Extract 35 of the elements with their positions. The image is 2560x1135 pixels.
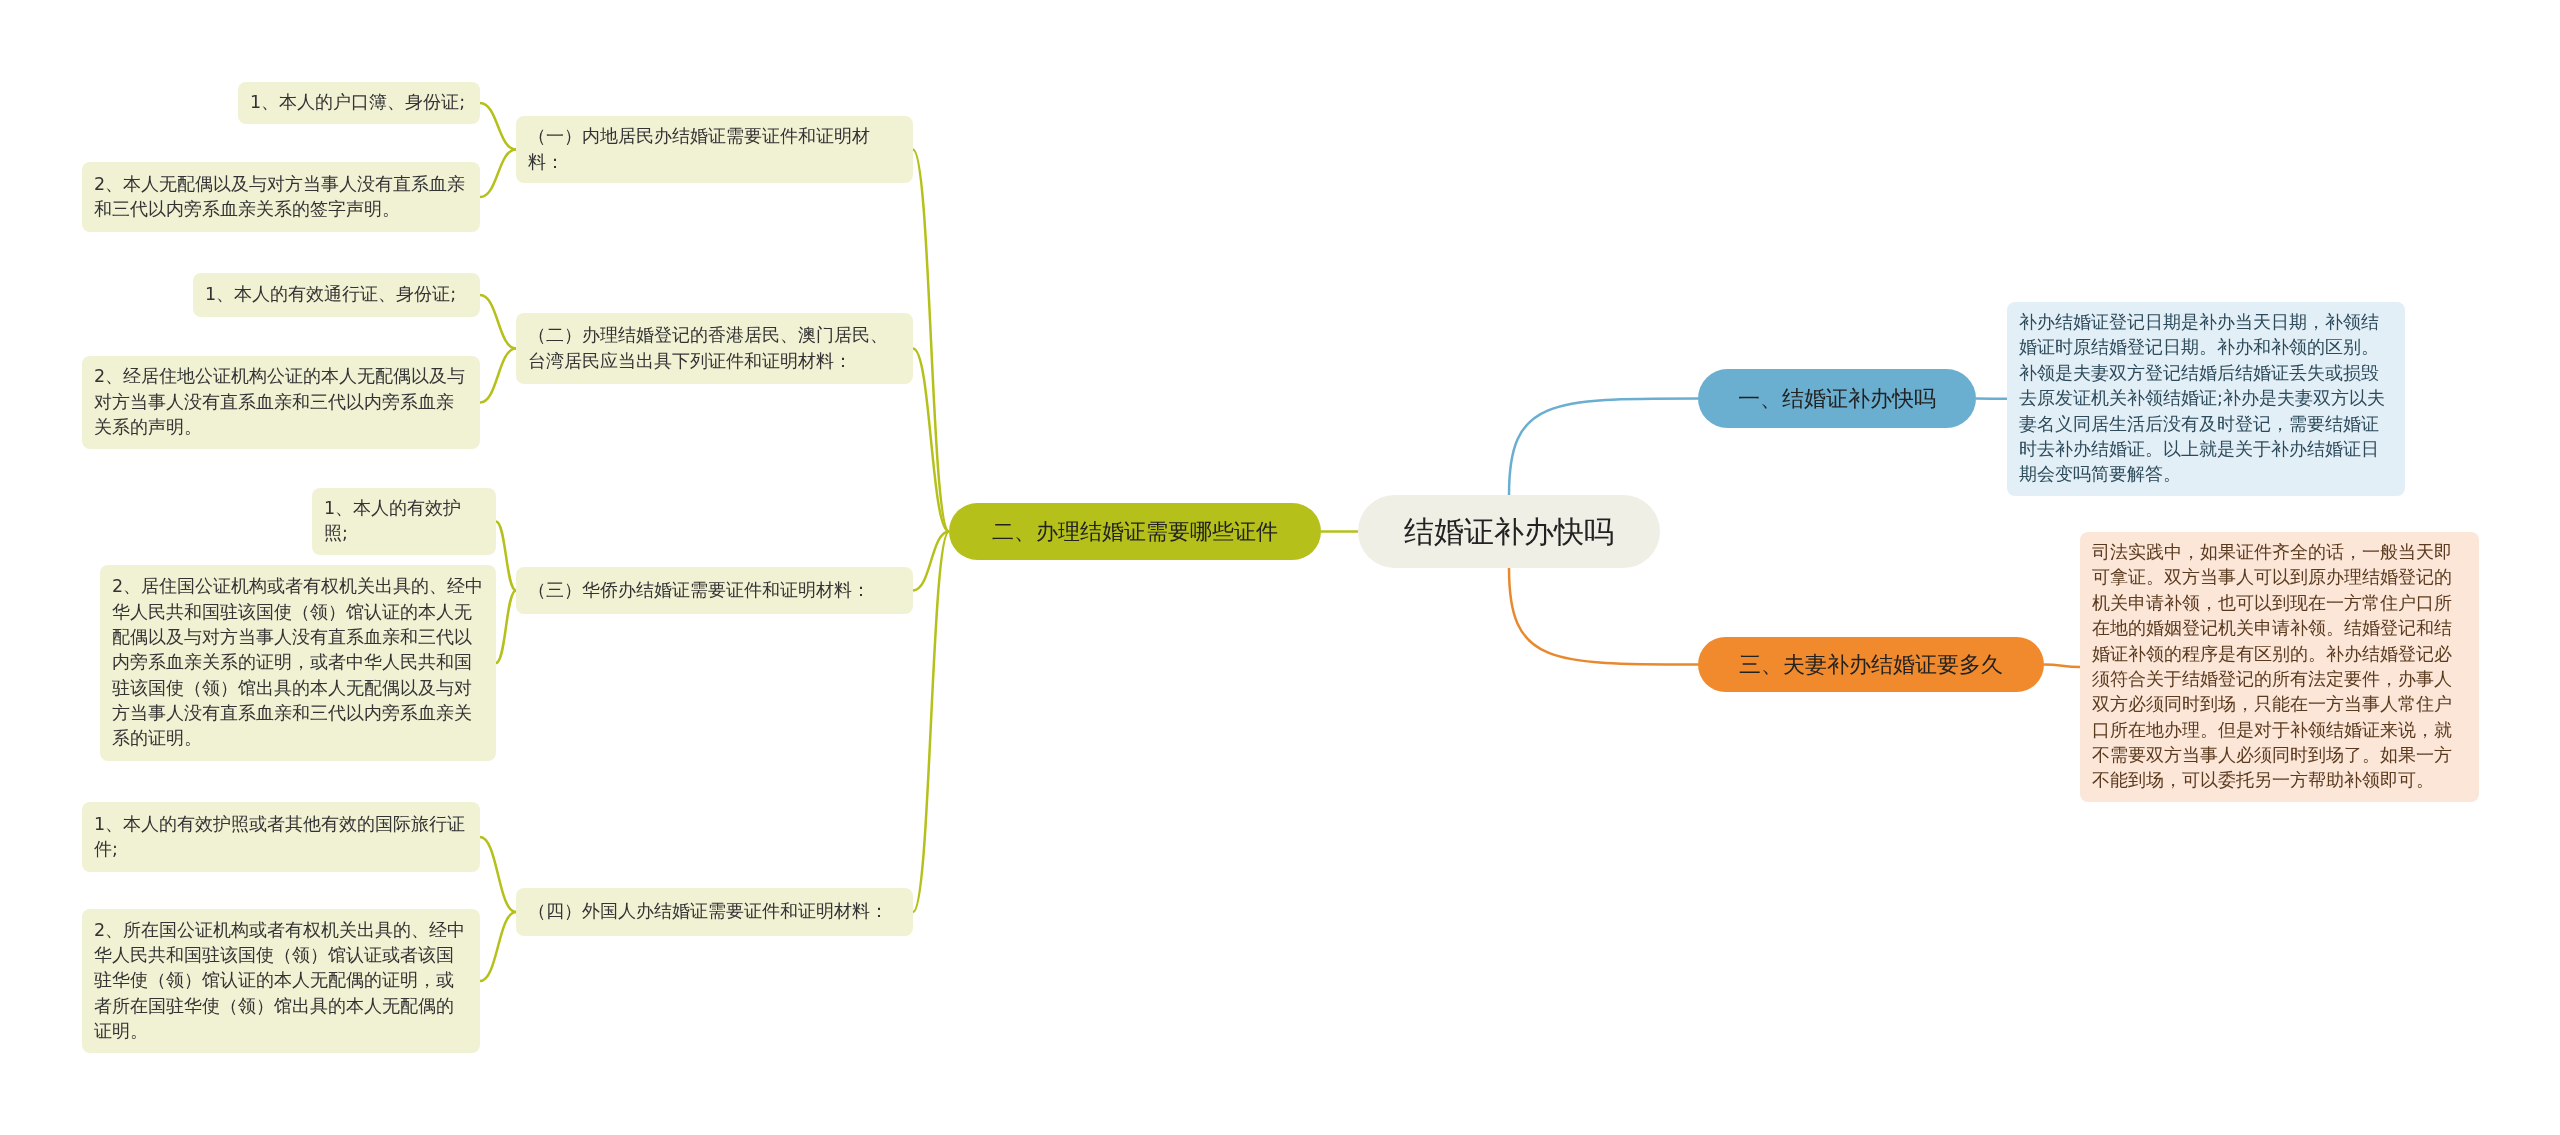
item-box: 2、所在国公证机构或者有权机关出具的、经中华人民共和国驻该国使（领）馆认证或者该国驻华使（领）馆认证的本人无配偶的证明，或者所在国驻华使（领）馆出具的本人无配偶的证明。 <box>82 909 480 1053</box>
subtopic-box: （三）华侨办结婚证需要证件和证明材料： <box>516 567 913 614</box>
subtopic-box: （四）外国人办结婚证需要证件和证明材料： <box>516 888 913 936</box>
branch-topic: 二、办理结婚证需要哪些证件 <box>949 503 1321 560</box>
branch-topic: 一、结婚证补办快吗 <box>1698 369 1976 428</box>
connector-line <box>479 835 517 914</box>
detail-note: 司法实践中，如果证件齐全的话，一般当天即可拿证。双方当事人可以到原办理结婚登记的机关申请补领，也可以到现在一方常住户口所在地的婚姻登记机关申请补领。结婚登记和结婚证补领的程序是有区别的。补办结婚登记必须符合关于结婚登记的所有法定要件，办事人双方必须同时到场，只能在一方当事人常住户口所在地办理。但是对于补领结婚证来说，就不需要双方当事人必须同时到场了。如果一方不能到场，可以委托另一方帮助补领即可。 <box>2080 532 2479 802</box>
item-box: 1、本人的有效护照; <box>312 488 496 555</box>
connector-line <box>479 101 517 151</box>
connector-line <box>911 148 951 533</box>
connector-line <box>495 520 517 592</box>
subtopic-box: （二）办理结婚登记的香港居民、澳门居民、台湾居民应当出具下列证件和证明材料： <box>516 313 913 384</box>
item-box: 1、本人的有效护照或者其他有效的国际旅行证件; <box>82 802 480 872</box>
connector-line <box>1321 530 1358 533</box>
item-box: 1、本人的有效通行证、身份证; <box>193 273 480 317</box>
item-box: 2、本人无配偶以及与对方当事人没有直系血亲和三代以内旁系血亲关系的签字声明。 <box>82 162 480 232</box>
connector-line <box>911 530 951 913</box>
connector-line <box>479 347 517 404</box>
connector-line <box>912 530 950 592</box>
item-box: 1、本人的户口簿、身份证; <box>238 82 480 124</box>
connector-line <box>1507 397 1698 496</box>
connector-line <box>1507 567 1698 666</box>
connector-line <box>479 148 517 199</box>
central-topic: 结婚证补办快吗 <box>1358 495 1660 568</box>
connector-line <box>912 347 950 533</box>
connector-line <box>1976 397 2007 401</box>
item-box: 2、经居住地公证机构公证的本人无配偶以及与对方当事人没有直系血亲和三代以内旁系血亲关系的声明。 <box>82 356 480 449</box>
subtopic-box: （一）内地居民办结婚证需要证件和证明材料： <box>516 116 913 183</box>
connector-line <box>2044 663 2080 669</box>
connector-line <box>479 910 517 983</box>
detail-note: 补办结婚证登记日期是补办当天日期，补领结婚证时原结婚登记日期。补办和补领的区别。补领是夫妻双方登记结婚后结婚证丢失或损毁去原发证机关补领结婚证;补办是夫妻双方以夫妻名义同居生活后没有及时登记，需要结婚证时去补办结婚证。以上就是关于补办结婚证日期会变吗简要解答。 <box>2007 302 2405 496</box>
item-box: 2、居住国公证机构或者有权机关出具的、经中华人民共和国驻该国使（领）馆认证的本人无配偶以及与对方当事人没有直系血亲和三代以内旁系血亲关系的证明，或者中华人民共和国驻该国使（领）馆出具的本人无配偶以及与对方当事人没有直系血亲和三代以内旁系血亲关系的证明。 <box>100 565 496 761</box>
branch-topic: 三、夫妻补办结婚证要多久 <box>1698 637 2044 692</box>
connector-line <box>495 589 517 665</box>
connector-line <box>479 293 517 350</box>
